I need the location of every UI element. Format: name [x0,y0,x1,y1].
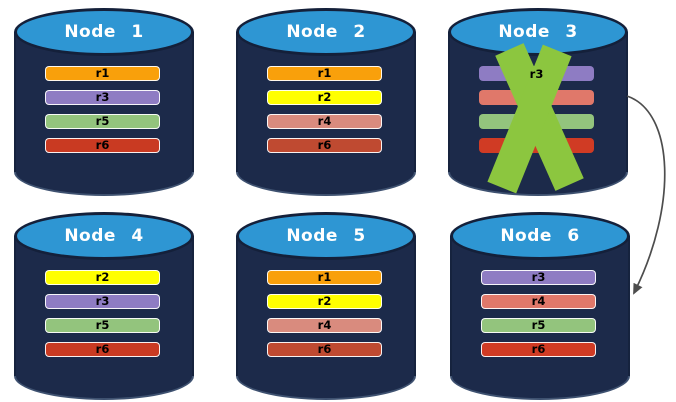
node-title: Node 5 [286,226,366,246]
replica-label-overlay: r3 [529,66,544,81]
replica-bar: r3 [45,90,160,105]
cylinder-top [450,212,630,260]
replica-label: r4 [317,114,332,128]
replica-label: r5 [531,318,546,332]
replica-bar: r2 [267,90,382,105]
replica-bar: r4 [481,294,596,309]
node-title: Node 1 [64,22,144,42]
replica-list: r1 r3 r5 r6 [45,66,160,162]
node-title: Node 2 [286,22,366,42]
replica-label: r5 [95,318,110,332]
replica-bar: r5 [45,318,160,333]
replica-label: r5 [95,114,110,128]
replica-list: r2 r3 r5 r6 [45,270,160,366]
replica-label: r2 [95,270,110,284]
replica-label: r2 [317,294,332,308]
failover-arrow-path [626,95,666,295]
node-title: Node 4 [64,226,144,246]
replica-bar: r4 [267,318,382,333]
replica-bar: r3 [481,270,596,285]
replica-bar: r1 [45,66,160,81]
node-cylinder: Node 5 r1 r2 r4 r6 [236,212,416,400]
replica-label: r6 [317,138,332,152]
replica-bar: r6 [267,342,382,357]
replica-bar: r4 [267,114,382,129]
replica-label: r1 [317,270,332,284]
cylinder-top [236,8,416,56]
cylinder-top [236,212,416,260]
replica-bar: r5 [45,114,160,129]
node-cylinder: Node 4 r2 r3 r5 r6 [14,212,194,400]
replica-label: r4 [531,294,546,308]
replica-list: r3 r4 r5 r6 [481,270,596,366]
replica-label: r6 [95,342,110,356]
replica-label: r3 [95,90,110,104]
replica-list: r1 r2 r4 r6 [267,270,382,366]
node-cylinder: Node 6 r3 r4 r5 r6 [450,212,630,400]
replica-bar: r6 [45,342,160,357]
replica-bar: r2 [45,270,160,285]
replica-bar: r3 [45,294,160,309]
cylinder-top [14,212,194,260]
replica-label: r1 [317,66,332,80]
replica-label: r2 [317,90,332,104]
replica-bar: r6 [267,138,382,153]
replica-label: r4 [317,318,332,332]
replica-bar: r5 [481,318,596,333]
replica-bar: r1 [267,270,382,285]
node-cylinder: Node 2 r1 r2 r4 r6 [236,8,416,196]
replica-list: r1 r2 r4 r6 [267,66,382,162]
replica-bar: r6 [481,342,596,357]
node-title: Node 6 [500,226,580,246]
replica-bar: r1 [267,66,382,81]
replica-label: r3 [531,270,546,284]
replica-label: r6 [531,342,546,356]
replica-bar: r2 [267,294,382,309]
replica-label: r3 [95,294,110,308]
replica-label: r1 [95,66,110,80]
cylinder-top [14,8,194,56]
node-title: Node 3 [498,22,578,42]
node-cylinder: Node 1 r1 r3 r5 r6 [14,8,194,196]
replica-label: r6 [95,138,110,152]
replica-label: r6 [317,342,332,356]
replica-bar: r6 [45,138,160,153]
